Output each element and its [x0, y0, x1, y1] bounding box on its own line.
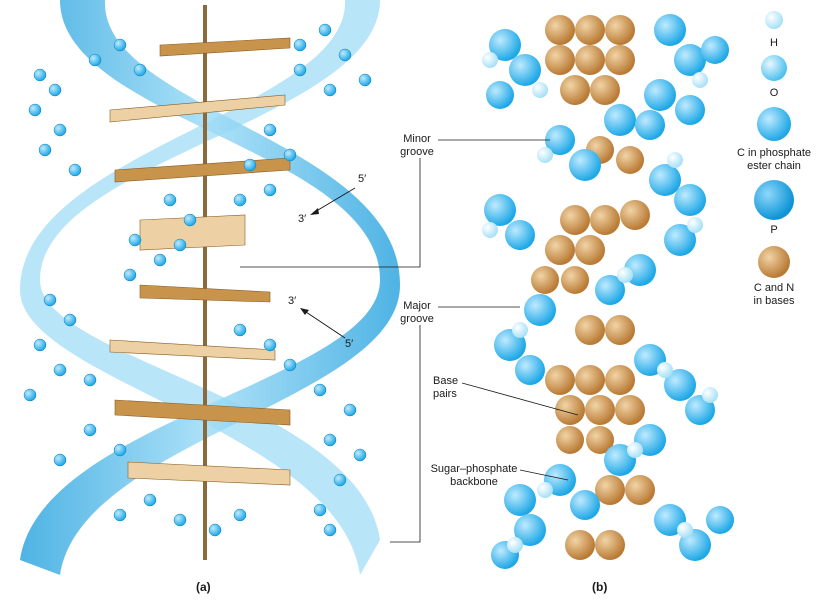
- legend-p-label: P: [770, 224, 778, 236]
- major-groove-label: Major groove: [400, 300, 434, 325]
- base-atoms: [531, 15, 655, 560]
- strand-top-3: 3′: [298, 213, 306, 225]
- strand-top-5: 5′: [358, 173, 366, 185]
- arrow-bottom: [302, 309, 346, 339]
- legend-cn-label: C and N in bases: [753, 282, 795, 307]
- legend-c-swatch: [757, 107, 791, 141]
- legend-c-label: C in phosphate ester chain: [737, 147, 811, 172]
- legend-p-swatch: [754, 180, 794, 220]
- strand-bottom-3: 3′: [288, 295, 296, 307]
- legend-o-label: O: [769, 87, 779, 99]
- base-pair-plates: [109, 37, 291, 486]
- legend-circles: [754, 11, 794, 278]
- arrow-top-head: [310, 208, 319, 215]
- panel-a-label: (a): [196, 580, 211, 594]
- minor-groove-label: Minor groove: [400, 133, 434, 158]
- backbone-atoms: [23, 23, 372, 537]
- legend-cn-swatch: [758, 246, 790, 278]
- front-ribbon: [20, 0, 400, 575]
- backbone-atoms-b: [484, 14, 734, 569]
- legend-o-swatch: [761, 55, 787, 81]
- space-filling-model: [482, 14, 734, 569]
- legend-h-label: H: [770, 37, 778, 49]
- ribbon-model: 5′ 3′ 3′ 5′: [20, 0, 400, 575]
- hydrogen-atoms-b: [482, 52, 718, 553]
- callout-lines: [240, 139, 579, 543]
- panel-b-label: (b): [592, 580, 608, 594]
- legend-h-swatch: [765, 11, 783, 29]
- arrow-bottom-head: [300, 308, 309, 315]
- strand-bottom-5: 5′: [345, 338, 353, 350]
- base-pairs-label: Base pairs: [433, 375, 459, 400]
- arrow-top: [312, 187, 356, 214]
- backbone-label: Sugar–phosphate backbone: [430, 463, 518, 488]
